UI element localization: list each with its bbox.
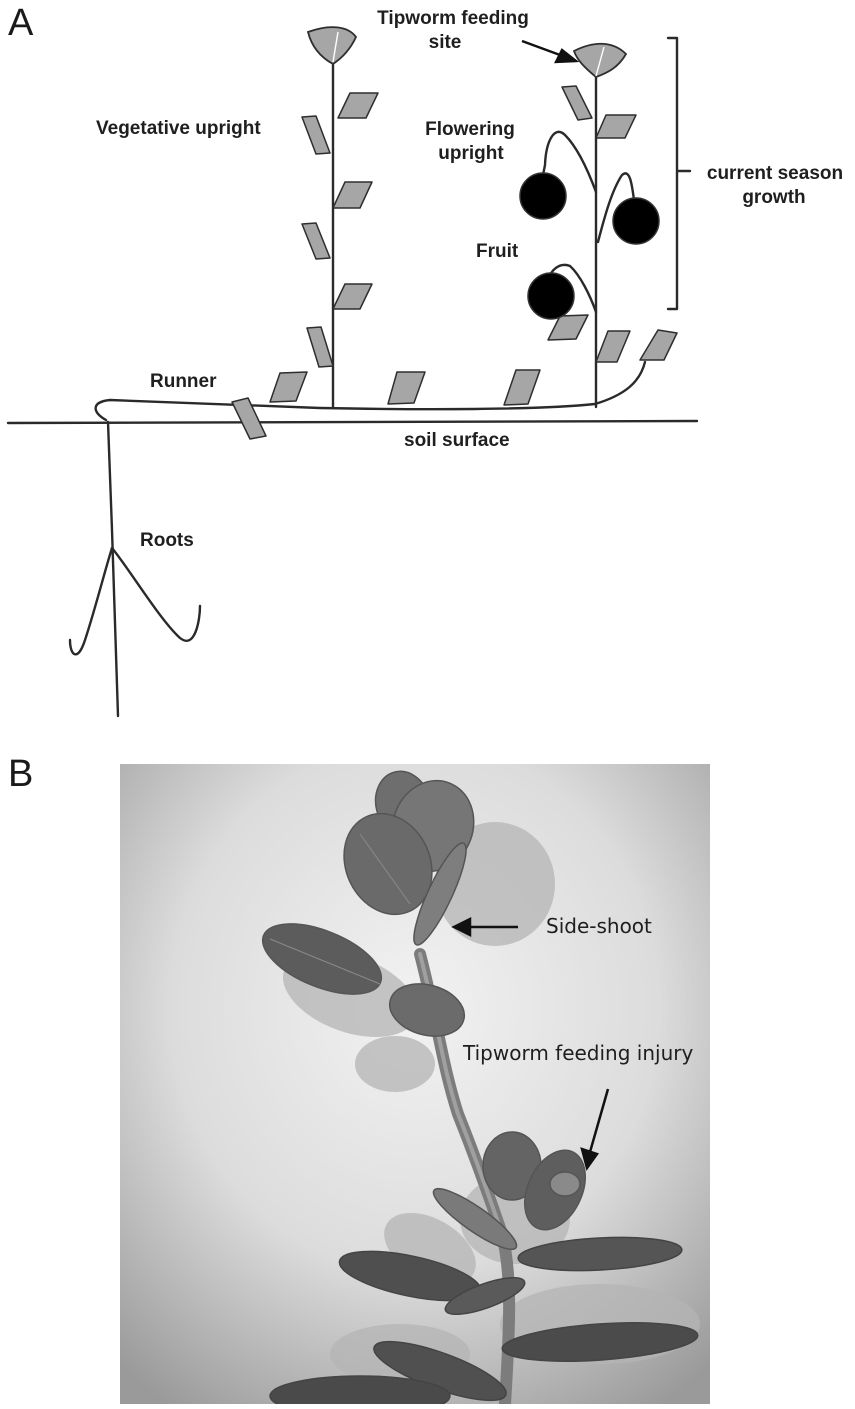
label-tipworm-line2: site	[429, 32, 462, 53]
leaf	[596, 115, 636, 138]
leaf	[270, 372, 307, 402]
leaf	[333, 284, 372, 309]
leaf	[302, 116, 330, 154]
leaf	[307, 327, 333, 367]
leaf	[504, 370, 540, 405]
leaf-shadow	[355, 1036, 435, 1092]
label-roots: Roots	[140, 530, 194, 551]
label-fruit: Fruit	[476, 241, 519, 262]
leaf	[562, 86, 592, 120]
fruit-berry	[520, 173, 566, 219]
injury-bud	[550, 1172, 580, 1196]
leaf	[338, 93, 378, 118]
soil-surface-line	[8, 421, 697, 423]
vegetative-tip-feeding-site	[308, 27, 356, 64]
label-flowering-line2: upright	[438, 143, 504, 164]
panel-b-letter: B	[8, 755, 33, 793]
plant-schematic-diagram: Tipworm feeding site Vegetative upright …	[0, 0, 855, 740]
label-current-season-line1: current season	[707, 163, 843, 184]
leaf	[302, 223, 330, 259]
feeding-site-arrowhead	[556, 50, 576, 62]
current-season-bracket	[668, 38, 690, 309]
label-current-season-line2: growth	[742, 187, 805, 208]
root	[70, 548, 112, 654]
fruit-berry	[528, 273, 574, 319]
label-flowering-line1: Flowering	[425, 119, 515, 140]
root	[112, 548, 200, 641]
leaf	[333, 182, 372, 208]
leaf	[232, 398, 266, 439]
label-tipworm-injury: Tipworm feeding injury	[462, 1041, 693, 1065]
label-soil-surface: soil surface	[404, 430, 510, 451]
label-vegetative-upright: Vegetative upright	[96, 118, 261, 139]
label-runner: Runner	[150, 371, 217, 392]
feeding-site-arrow	[522, 41, 560, 55]
plant-photograph: Side-shoot Tipworm feeding injury	[120, 764, 710, 1404]
root	[108, 422, 118, 716]
leaf	[596, 331, 630, 362]
label-side-shoot: Side-shoot	[546, 914, 652, 938]
label-tipworm-line1: Tipworm feeding	[377, 8, 529, 29]
fruit-berry	[613, 198, 659, 244]
leaf	[388, 372, 425, 404]
leaf	[640, 330, 677, 360]
